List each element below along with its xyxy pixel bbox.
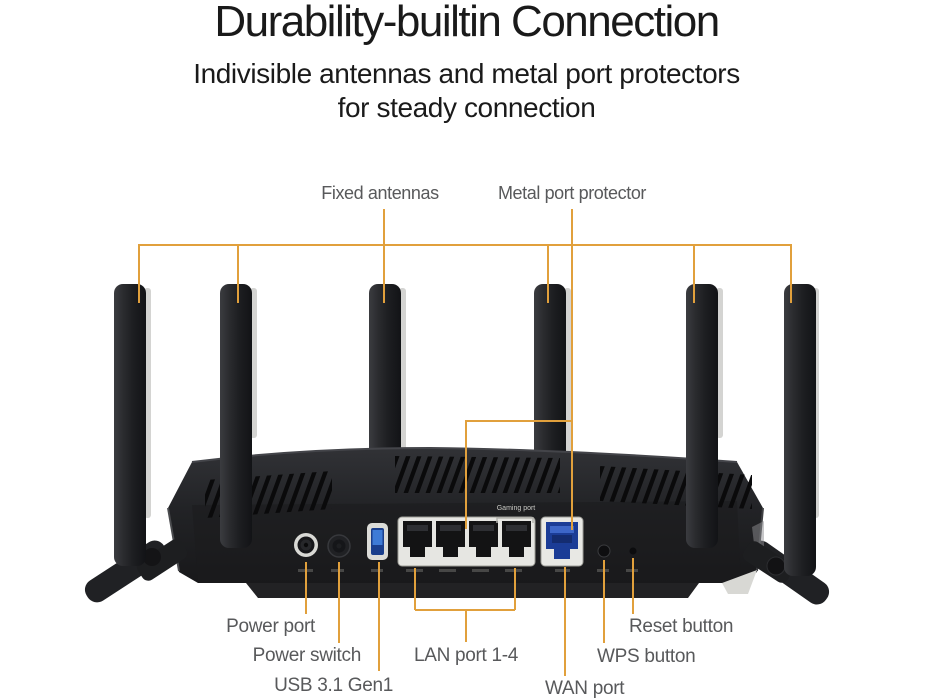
label-power-port: Power port <box>226 616 315 637</box>
wps-button <box>597 544 611 558</box>
antenna-hinge-left <box>136 539 188 581</box>
label-wps-button: WPS button <box>597 646 696 667</box>
label-wan-port: WAN port <box>545 678 625 699</box>
power-switch-button <box>327 534 351 558</box>
label-lan-ports: LAN port 1-4 <box>413 645 519 666</box>
callout-metal-port-protector: Metal port protector <box>497 183 647 203</box>
subtitle-line-2: for steady connection <box>337 92 596 123</box>
label-reset-button: Reset button <box>629 616 734 637</box>
port-protector-callout-lines <box>465 209 573 530</box>
dc-power-port <box>294 533 318 557</box>
page-title: Durability-builtin Connection <box>214 0 720 46</box>
wan-port <box>540 516 584 567</box>
annotation-lines <box>138 209 792 676</box>
reset-button <box>629 547 637 555</box>
antennas-back <box>369 284 571 464</box>
lan-port-block <box>397 516 536 567</box>
gaming-port-label: Gaming port <box>496 505 536 512</box>
antennas-front <box>114 284 819 576</box>
label-power-switch: Power switch <box>252 645 362 666</box>
gaming-port-bracket <box>496 517 534 523</box>
callout-fixed-antennas: Fixed antennas <box>321 183 439 203</box>
port-callout-lines <box>305 558 634 676</box>
subtitle-line-1: Indivisible antennas and metal port prot… <box>193 58 740 89</box>
antenna-callout-lines <box>138 209 792 303</box>
label-usb-port: USB 3.1 Gen1 <box>274 675 393 696</box>
page-subtitle: Indivisible antennas and metal port prot… <box>0 57 933 125</box>
usb-port <box>367 523 388 560</box>
